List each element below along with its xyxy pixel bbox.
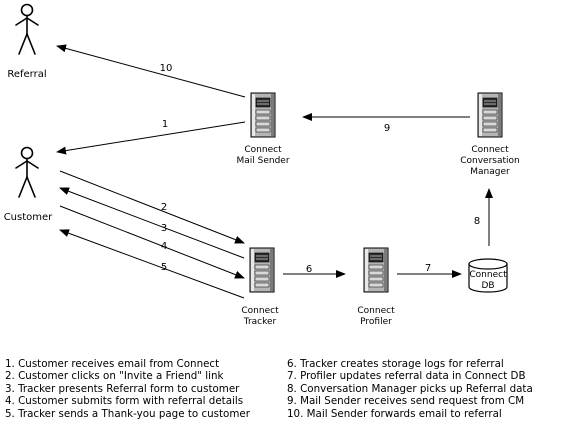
profiler-server-icon [363,247,389,293]
arrow-2-label: 2 [161,202,167,213]
arrow-3-label: 3 [161,223,167,234]
tracker-label-line2: Tracker [243,317,277,327]
legend-item: 10. Mail Sender forwards email to referr… [287,407,502,420]
tracker-label-line1: Connect [241,306,279,316]
mail-sender-server-icon [250,92,276,138]
legend-item: 9. Mail Sender receives send request fro… [287,395,525,408]
legend-item: 3. Tracker presents Referral form to cus… [5,382,240,395]
tracker-server-icon [249,247,275,293]
arrow-8-label: 8 [474,216,480,227]
referral-label: Referral [7,69,46,80]
legend-item: 1. Customer receives email from Connect [5,358,220,370]
legend-item: 5. Tracker sends a Thank-you page to cus… [5,407,250,420]
arrow-6-label: 6 [306,264,312,275]
mail-sender-label-line2: Mail Sender [236,156,289,166]
arrow-3 [59,187,245,259]
legend-right-list: 6. Tracker creates storage logs for refe… [287,358,533,420]
legend-item: 7. Profiler updates referral data in Con… [287,370,526,383]
legend-item: 6. Tracker creates storage logs for refe… [287,358,504,370]
arrow-10-label: 10 [160,63,173,74]
legend-left-list: 1. Customer receives email from Connect … [5,358,250,420]
legend-item: 4. Customer submits form with referral d… [5,395,244,408]
connect-db-label-line1: Connect [469,270,507,280]
arrow-5-label: 5 [161,262,167,273]
mail-sender-label-line1: Connect [244,145,282,155]
customer-label: Customer [4,212,53,223]
arrow-2 [59,170,245,244]
arrow-10 [56,44,246,98]
customer-actor-icon [15,146,39,198]
arrow-1 [56,121,246,155]
legend-item: 2. Customer clicks on "Invite a Friend" … [5,370,224,383]
connect-db-icon [468,258,508,293]
profiler-label-line2: Profiler [360,317,392,327]
arrow-7-label: 7 [425,263,431,274]
conversation-manager-label-line3: Manager [470,167,510,177]
arrow-4 [59,205,245,279]
arrow-9-label: 9 [384,123,390,134]
conversation-manager-server-icon [477,92,503,138]
profiler-label-line1: Connect [357,306,395,316]
arrow-4-label: 4 [161,241,167,252]
arrow-5 [59,229,245,299]
arrow-1-label: 1 [162,119,168,130]
conversation-manager-label-line2: Conversation [460,156,520,166]
connect-db-label-line2: DB [481,281,494,291]
conversation-manager-label-line1: Connect [471,145,509,155]
referral-actor-icon [15,3,39,55]
legend-item: 8. Conversation Manager picks up Referra… [287,382,533,395]
